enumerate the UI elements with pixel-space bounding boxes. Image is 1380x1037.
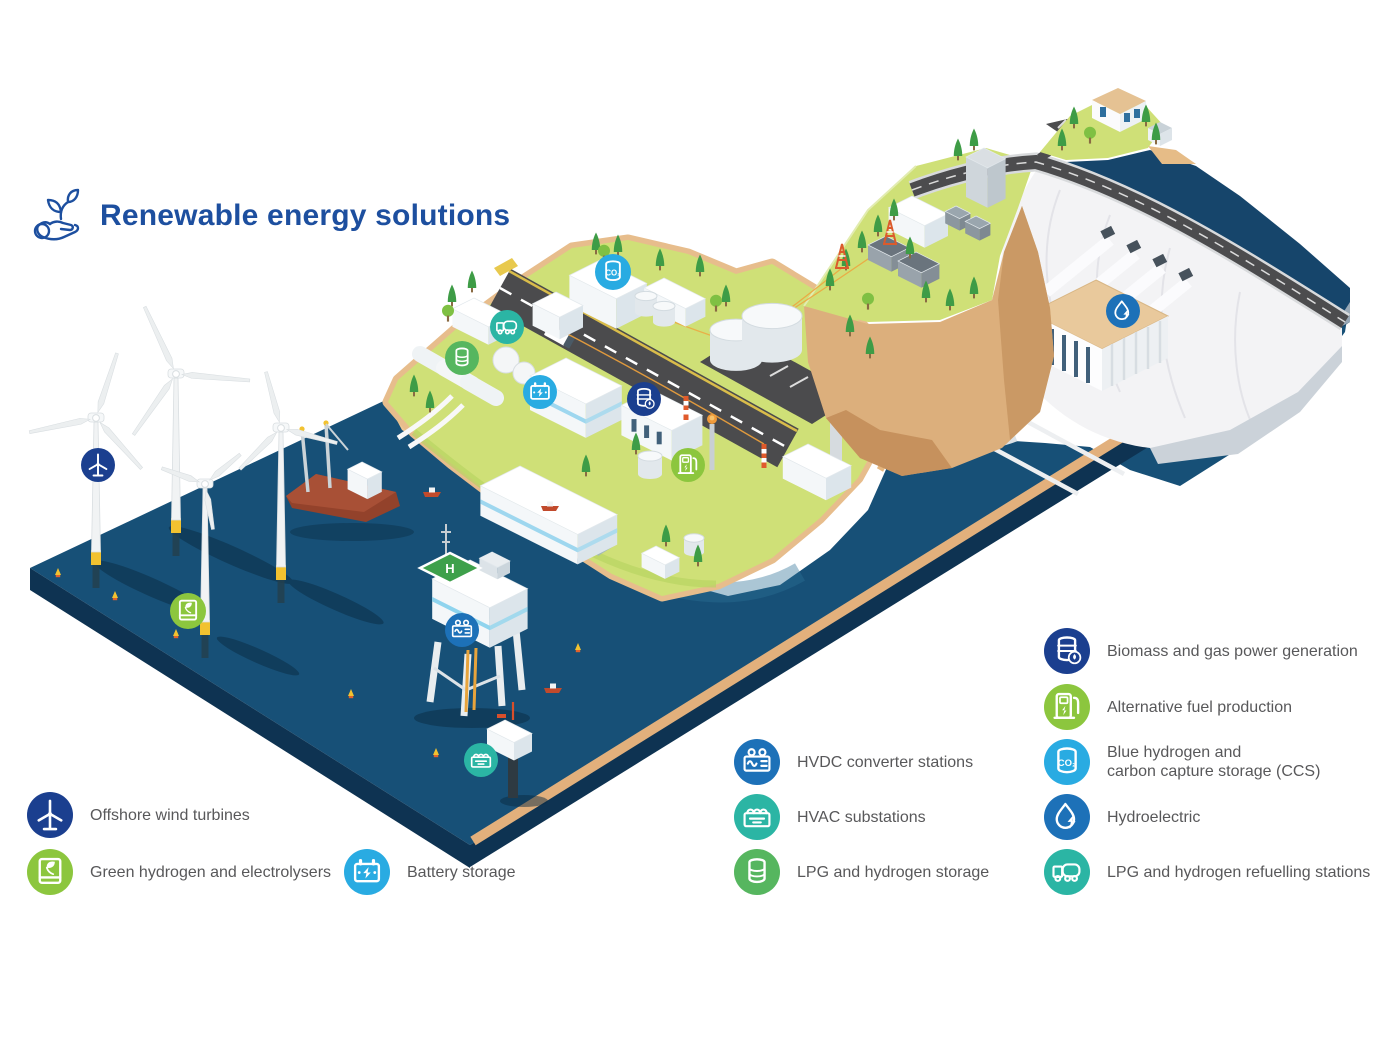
legend-icon-biomass-gas-power-generation: [1044, 628, 1090, 674]
ocean-side-face: [30, 568, 470, 868]
legend-icon-hvdc-converter-stations: [734, 739, 780, 785]
scene-badge-blue-hydrogen-ccs: CO₂: [595, 254, 631, 290]
hand-plant-icon: [33, 188, 80, 241]
scene-badge-offshore-wind-turbines: [81, 448, 115, 482]
boats: [346, 461, 562, 693]
dam-cliff: [804, 206, 1054, 476]
legend-item-blue-hydrogen-ccs: CO₂ Blue hydrogen and carbon capture stor…: [1044, 739, 1320, 785]
pipelines-to-sea: [396, 394, 465, 450]
scene-badges: CO₂: [81, 254, 1140, 777]
utility-hut: [1148, 122, 1172, 146]
legend-label: Biomass and gas power generation: [1107, 642, 1358, 660]
legend-item-hvac-substations: HVAC substations: [734, 794, 926, 840]
installation-vessel: [286, 420, 400, 522]
legend-item-biomass-gas-power-generation: Biomass and gas power generation: [1044, 628, 1358, 674]
scene-badge-battery-storage: [523, 375, 557, 409]
legend-item-battery-storage: Battery storage: [344, 849, 516, 895]
legend-icon-hydroelectric: [1044, 794, 1090, 840]
legend-icon-blue-hydrogen-ccs: CO₂: [1044, 739, 1090, 785]
legend-item-green-hydrogen-electrolysers: Green hydrogen and electrolysers: [27, 849, 331, 895]
svg-text:CO₂: CO₂: [1058, 758, 1076, 769]
hilltop-sand: [1148, 146, 1196, 164]
legend-icon-battery-storage: [344, 849, 390, 895]
wind-turbines: [28, 305, 338, 658]
page-title: Renewable energy solutions: [100, 199, 511, 232]
legend-icon-lpg-hydrogen-storage: [734, 849, 780, 895]
legend-icon-lpg-hydrogen-refuelling-stations: [1044, 849, 1090, 895]
legend-label: Green hydrogen and electrolysers: [90, 863, 332, 881]
title-block: Renewable energy solutions: [30, 188, 510, 244]
legend-label: LPG and hydrogen storage: [797, 863, 990, 881]
legend-item-offshore-wind-turbines: Offshore wind turbines: [27, 792, 250, 838]
wind-turbine: [238, 371, 338, 603]
legend-label: Offshore wind turbines: [90, 806, 250, 824]
legend-item-lpg-hydrogen-refuelling-stations: LPG and hydrogen refuelling stations: [1044, 849, 1370, 895]
dam-apron: [1150, 346, 1342, 464]
scene-badge-hydroelectric: [1106, 294, 1140, 328]
legend-item-alternative-fuel-production: Alternative fuel production: [1044, 684, 1292, 730]
dam-complex: [721, 88, 1351, 496]
scene-badge-lpg-hydrogen-storage: [445, 341, 479, 375]
legend-label: HVDC converter stations: [797, 753, 974, 771]
legend-label: Battery storage: [407, 863, 516, 881]
legend-label: Hydroelectric: [1107, 808, 1201, 826]
monopile-substation: [486, 702, 533, 798]
scene-badge-hvac-substations: [464, 743, 498, 777]
flare-stack: [707, 414, 717, 470]
penstock-inlets: [1100, 225, 1194, 282]
legend-label: Blue hydrogen and carbon capture storage…: [1107, 744, 1321, 780]
turbine-shadows: [94, 523, 548, 807]
legend-icon-offshore-wind-turbines: [27, 792, 73, 838]
legend-icon-hvac-substations: [734, 794, 780, 840]
helipad-letter: H: [445, 561, 454, 576]
tug-boat: [541, 501, 559, 511]
scene-badge-biomass-gas-power-generation: [627, 382, 661, 416]
wind-turbine: [131, 305, 251, 556]
legend-item-lpg-hydrogen-storage: LPG and hydrogen storage: [734, 849, 989, 895]
scene-badge-lpg-hydrogen-refuelling-stations: [490, 310, 524, 344]
scene-badge-alternative-fuel-production: [671, 448, 705, 482]
legend-icon-green-hydrogen-electrolysers: [27, 849, 73, 895]
scene-badge-hvdc-converter-stations: [445, 613, 479, 647]
wind-turbine: [160, 452, 242, 658]
legend-item-hvdc-converter-stations: HVDC converter stations: [734, 739, 973, 785]
legend-label: LPG and hydrogen refuelling stations: [1107, 863, 1371, 881]
bullet-tanks: [412, 346, 536, 406]
power-line: [559, 329, 765, 445]
legend-icon-alternative-fuel-production: [1044, 684, 1090, 730]
house: [1092, 88, 1146, 132]
svg-text:CO₂: CO₂: [605, 268, 621, 277]
scene-badge-green-hydrogen-electrolysers: [170, 593, 206, 629]
legend-label: Alternative fuel production: [1107, 698, 1292, 716]
tug-boat: [544, 683, 562, 693]
tug-boat: [423, 487, 441, 497]
helipad: H: [417, 551, 483, 585]
legend-item-hydroelectric: Hydroelectric: [1044, 794, 1200, 840]
utility-poles: [683, 219, 898, 468]
legend-label: HVAC substations: [797, 808, 926, 826]
buildings: [451, 147, 1007, 579]
